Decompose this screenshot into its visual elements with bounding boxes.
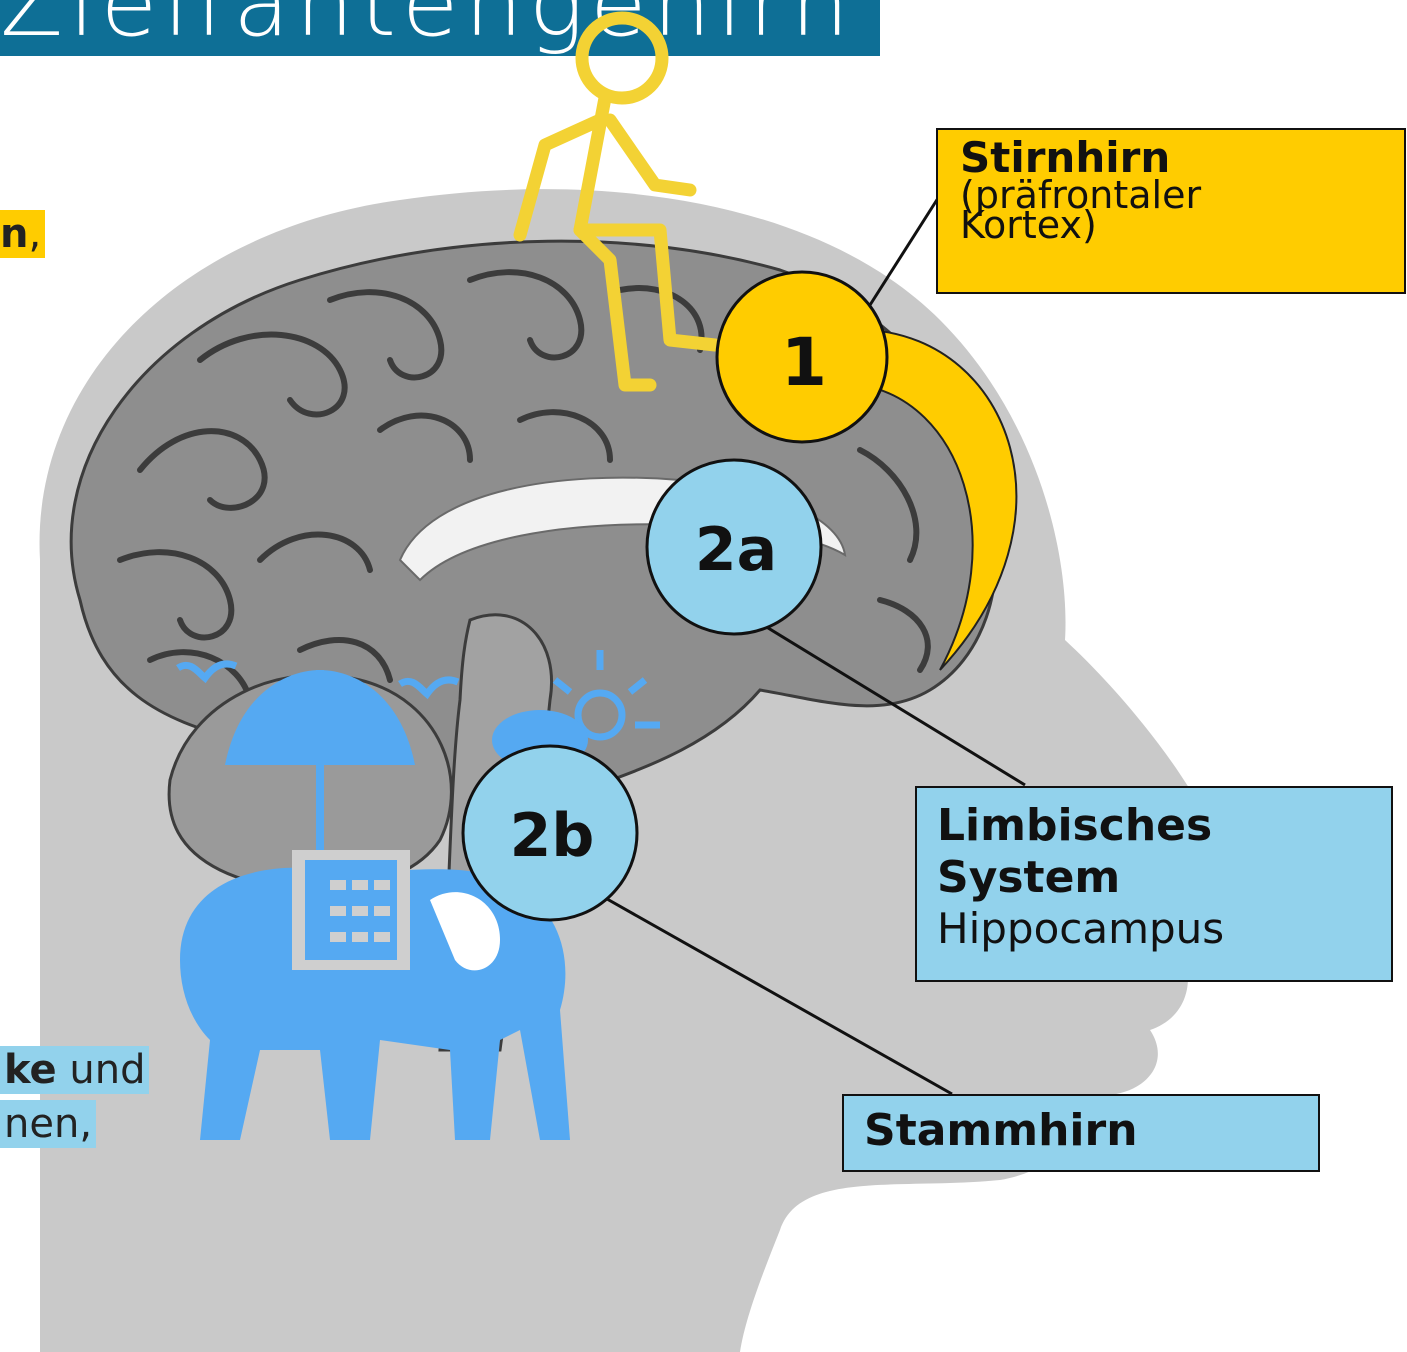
marker-1-label: 1 (781, 324, 827, 401)
building-icon (330, 880, 390, 942)
snippet-top: n, (0, 210, 45, 258)
limbic-subtitle: Hippocampus (937, 904, 1391, 954)
stammhirn-title: Stammhirn (864, 1104, 1318, 1158)
snippet-top-rest: , (28, 211, 41, 257)
snippet-bottom-2: nen, (0, 1100, 96, 1148)
limbic-label-box: Limbisches System Hippocampus (915, 786, 1393, 982)
stammhirn-label-box: Stammhirn (842, 1094, 1320, 1172)
marker-1: 1 (717, 272, 887, 442)
snippet-top-bold: n (0, 211, 28, 257)
marker-2b-label: 2b (510, 801, 595, 871)
stirnhirn-subtitle: (präfrontaler Kortex) (960, 180, 1290, 240)
marker-2a-label: 2a (695, 515, 777, 585)
stirnhirn-label-box: Stirnhirn (präfrontaler Kortex) (936, 128, 1406, 294)
snippet-bottom-1: ke und (0, 1046, 149, 1094)
snippet-bottom-1-rest: und (57, 1047, 146, 1093)
marker-2a: 2a (647, 460, 821, 634)
snippet-bottom-1-bold: ke (4, 1047, 57, 1093)
limbic-title: Limbisches System (937, 800, 1317, 904)
leader-line-stirnhirn (870, 195, 940, 305)
marker-2b: 2b (463, 746, 637, 920)
